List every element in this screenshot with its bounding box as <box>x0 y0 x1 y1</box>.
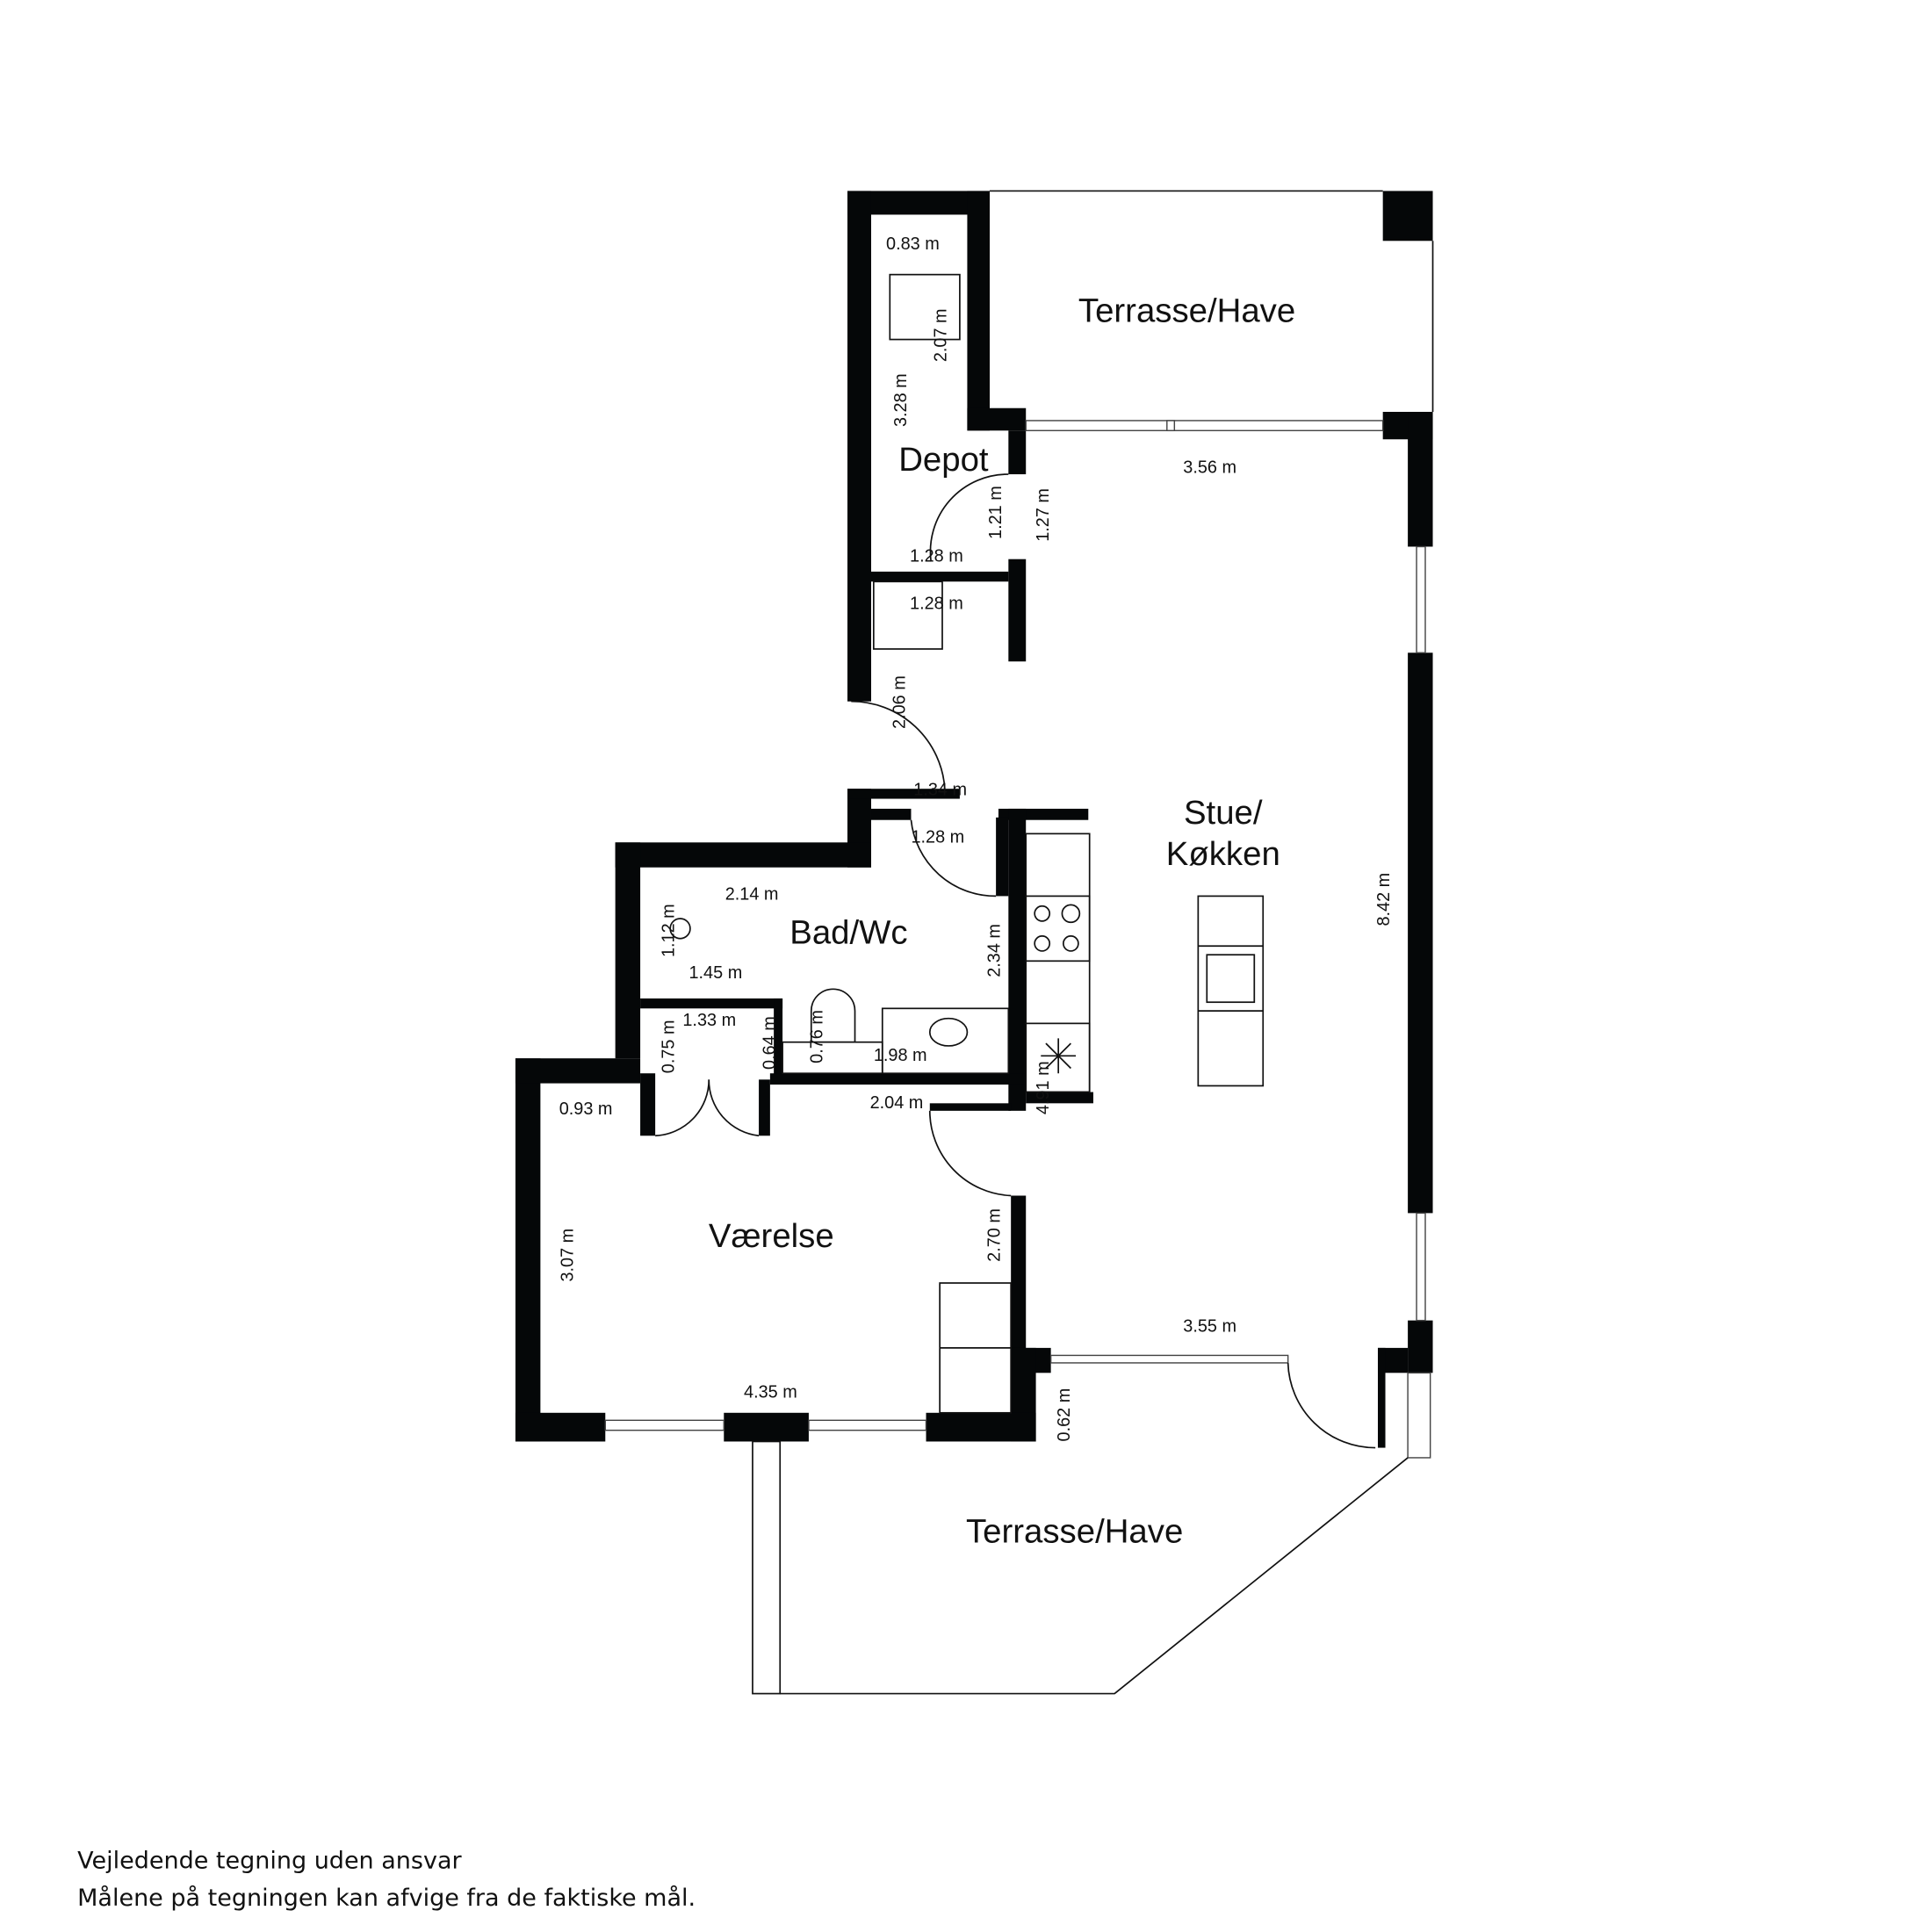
dim-terrace-door: 0.62 m <box>1055 1388 1074 1442</box>
room-label-living-1: Stue/ <box>1184 794 1263 832</box>
dim-bedroom-width: 4.35 m <box>744 1383 797 1402</box>
dim-closet-width: 1.33 m <box>682 1011 736 1030</box>
walls <box>515 191 1433 1448</box>
depot-cabinet <box>889 273 961 341</box>
dim-hall-door: 1.27 m <box>1034 488 1053 542</box>
room-label-terrace-bottom: Terrasse/Have <box>966 1513 1183 1551</box>
dim-bath-shower: 1.12 m <box>659 904 678 957</box>
dim-kitchen: 4.91 m <box>1034 1061 1053 1114</box>
dim-depot-bottom: 1.28 m <box>910 547 963 566</box>
room-label-terrace-top: Terrasse/Have <box>1078 292 1295 330</box>
fixtures <box>669 273 1265 1414</box>
room-label-bathroom: Bad/Wc <box>789 913 907 951</box>
dim-bath-door: 1.28 m <box>911 827 964 847</box>
dim-living-bottom: 3.55 m <box>1183 1316 1236 1336</box>
disclaimer-line-2: Målene på tegningen kan afvige fra de fa… <box>77 1885 696 1912</box>
dim-living-length: 8.42 m <box>1374 873 1394 926</box>
stove <box>1025 895 1091 962</box>
room-label-living-2: Køkken <box>1166 835 1280 873</box>
dim-depot-length: 3.28 m <box>891 373 911 427</box>
dim-hall-top: 1.34 m <box>913 780 967 799</box>
dim-bath-width: 2.14 m <box>725 885 779 905</box>
dim-bedroom-top: 0.93 m <box>559 1099 613 1119</box>
dim-closet: 1.28 m <box>910 595 963 614</box>
disclaimer-line-1: Vejledende tegning uden ansvar <box>77 1848 462 1875</box>
dim-depot-width: 0.83 m <box>886 234 940 254</box>
dim-depot-cabinet: 2.07 m <box>931 308 950 362</box>
dim-bath-lower: 1.45 m <box>688 963 742 983</box>
room-labels: Terrasse/Have Depot Stue/ Køkken Bad/Wc … <box>709 292 1295 1551</box>
closet-box <box>872 580 943 650</box>
dim-bedroom-right: 2.70 m <box>984 1208 1004 1262</box>
dim-bath-height: 2.34 m <box>984 924 1004 977</box>
room-label-depot: Depot <box>898 441 989 479</box>
terrace-outlines <box>752 190 1434 1695</box>
fridge <box>1025 1022 1091 1093</box>
dimension-labels: 0.83 m 2.07 m 3.28 m 1.21 m 1.27 m 1.28 … <box>558 234 1393 1441</box>
dim-depot-door: 1.21 m <box>986 486 1006 539</box>
dim-closet-right: 0.64 m <box>761 1016 780 1070</box>
dim-vanity: 1.98 m <box>874 1046 927 1065</box>
dim-hall-length: 2.06 m <box>890 675 909 729</box>
door-swings <box>655 473 1376 1449</box>
dim-closet-left: 0.75 m <box>659 1020 678 1073</box>
dim-living-top: 3.56 m <box>1183 458 1236 478</box>
dim-toilet: 0.76 m <box>808 1010 827 1063</box>
room-label-bedroom: Værelse <box>709 1217 834 1255</box>
kitchen-island <box>1197 895 1265 1087</box>
windows <box>604 420 1431 1459</box>
vanity <box>881 1007 1010 1075</box>
dim-bedroom-door: 2.04 m <box>870 1093 924 1113</box>
dim-bedroom-height: 3.07 m <box>558 1229 577 1282</box>
